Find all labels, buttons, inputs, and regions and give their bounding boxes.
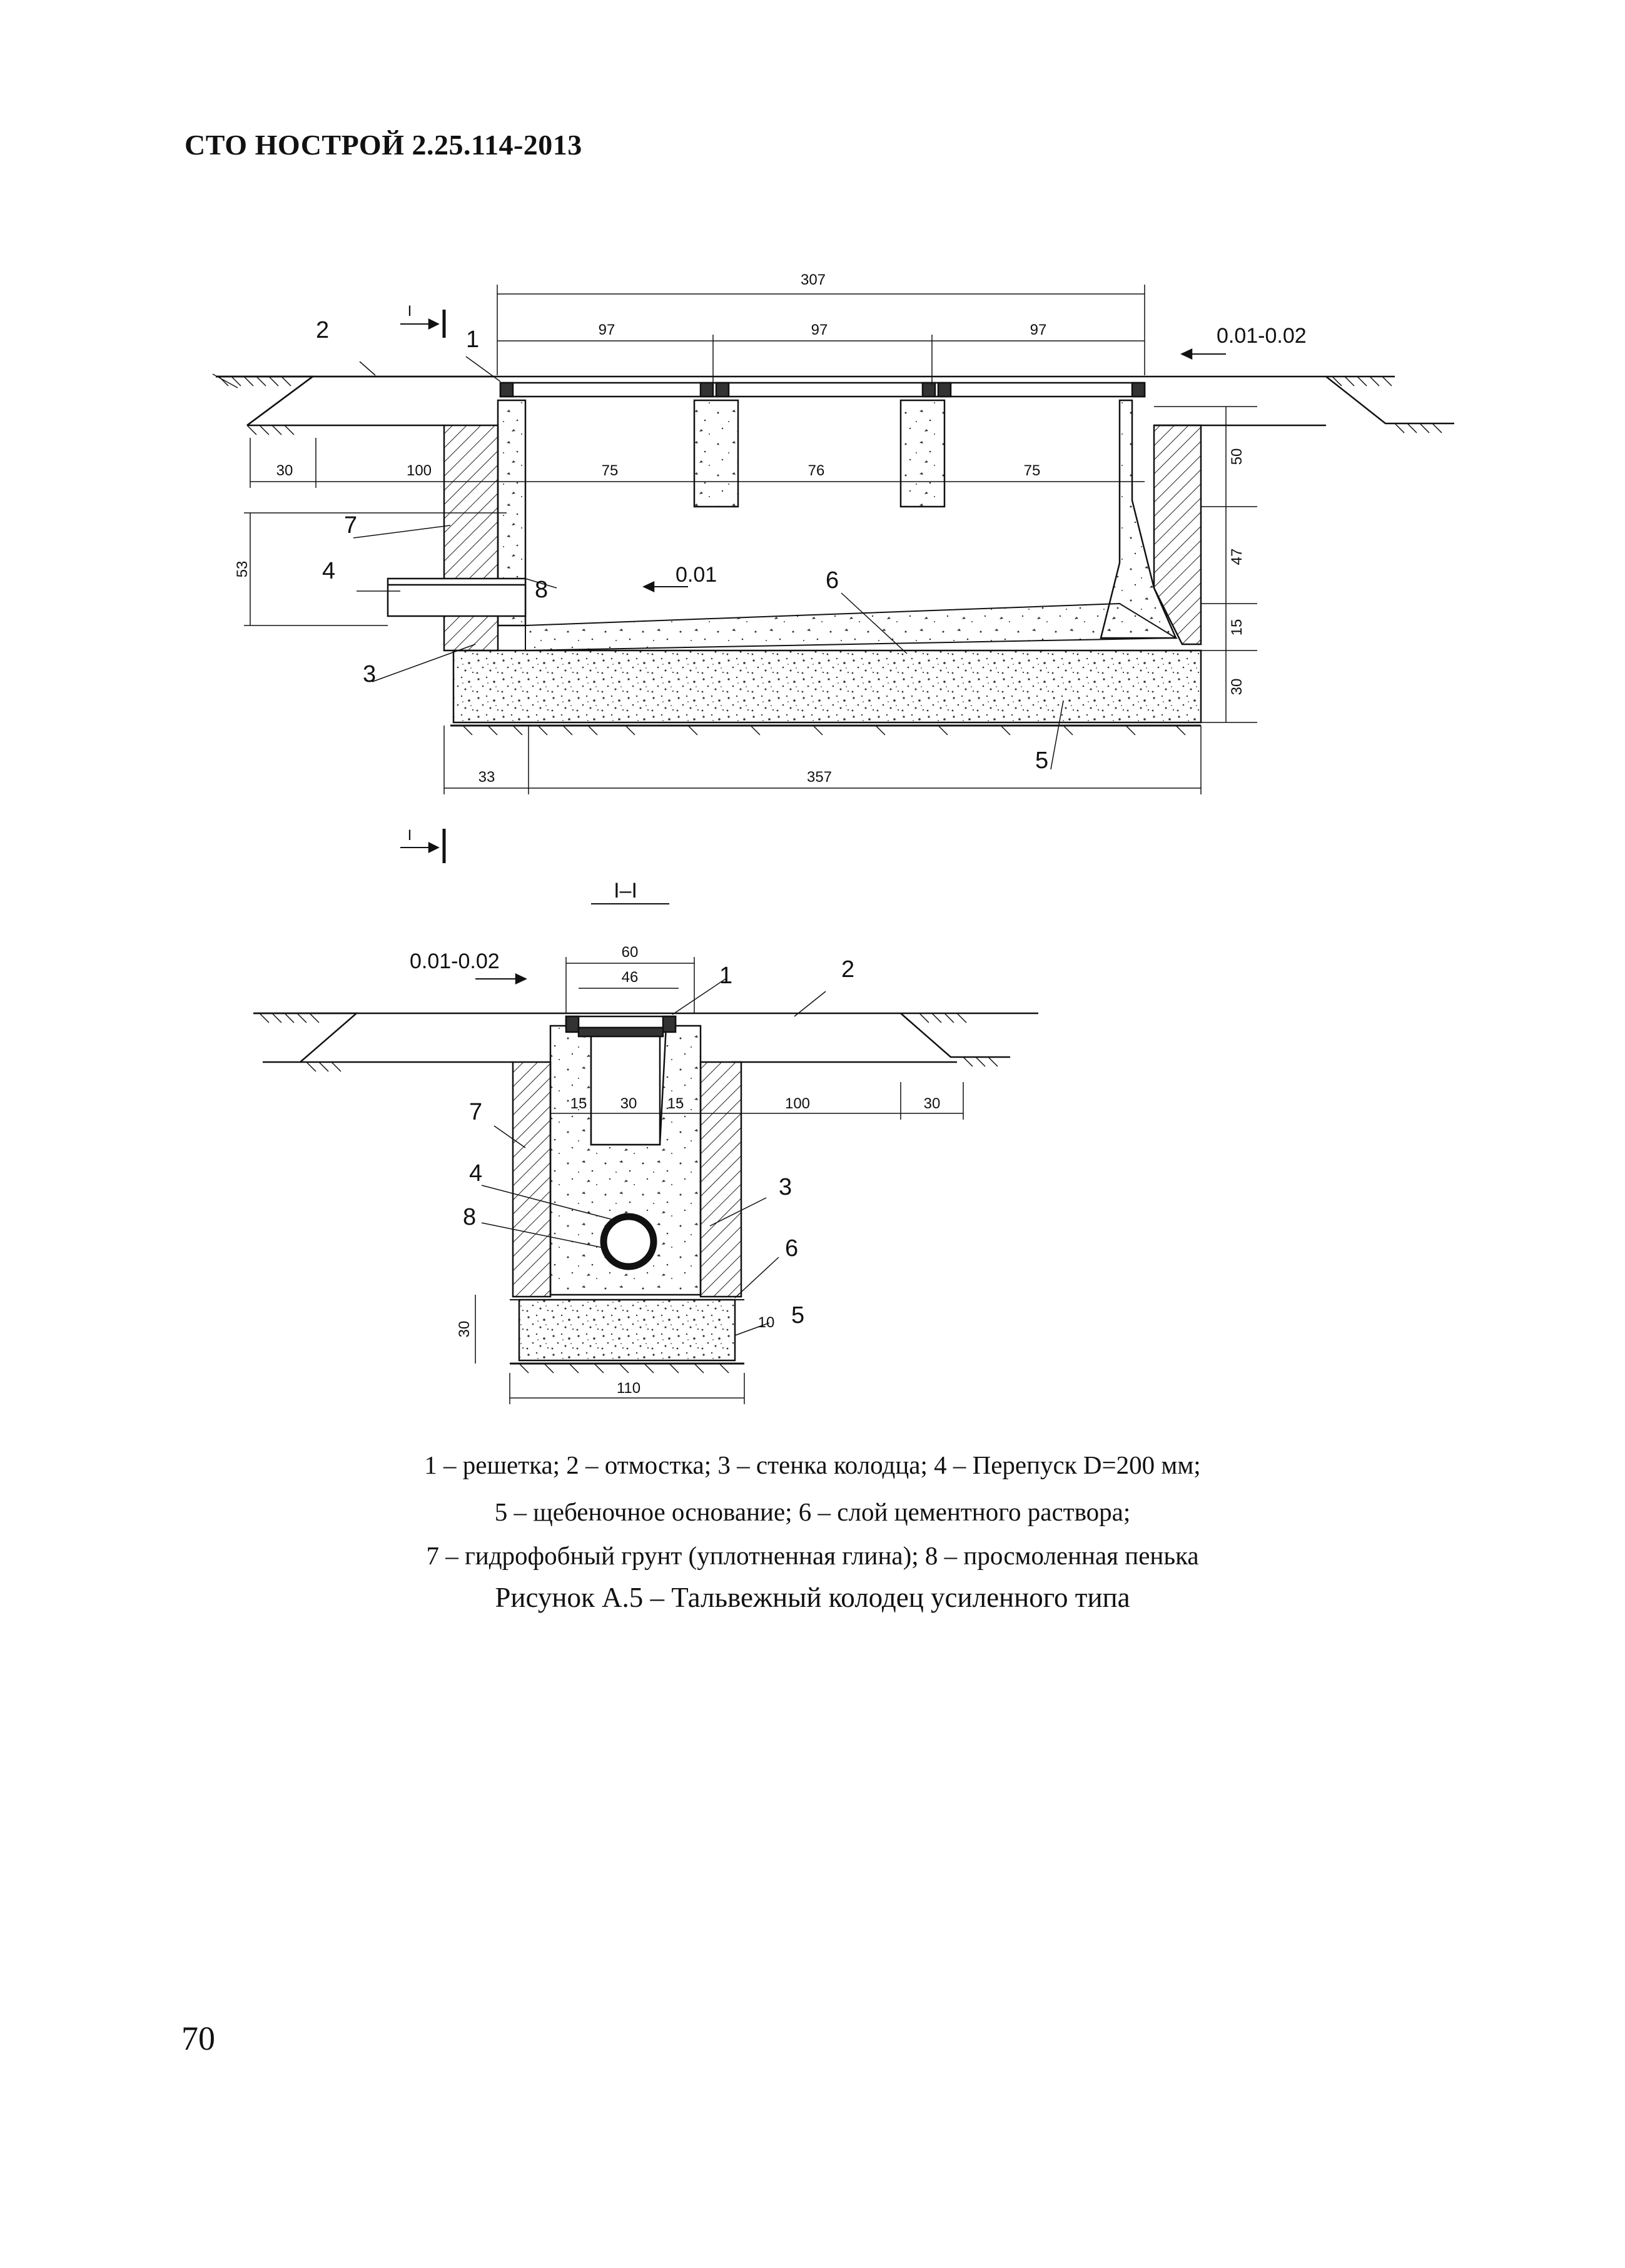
callout-1-section: 1 (719, 963, 732, 989)
page-number: 70 (181, 2020, 215, 2057)
dim-top-46: 46 (622, 969, 639, 986)
dim-offset-100: 100 (407, 462, 432, 479)
dim-bay-1: 97 (599, 321, 615, 338)
legend-line-1: 1 – решетка; 2 – отмостка; 3 – стенка ко… (424, 1450, 1201, 1479)
dim-bottom-33: 33 (478, 769, 495, 786)
callout-5: 5 (1035, 747, 1048, 774)
callout-8-section: 8 (463, 1204, 476, 1230)
dim-total-width: 307 (801, 271, 826, 288)
callout-7: 7 (344, 512, 357, 539)
legend-line-2: 5 – щебеночное основание; 6 – слой цемен… (494, 1497, 1131, 1526)
callout-5-section: 5 (791, 1302, 804, 1329)
dim-bottom-110: 110 (617, 1380, 640, 1397)
callout-3: 3 (363, 661, 376, 687)
callout-7-section: 7 (469, 1099, 482, 1125)
slope-label-bottom: 0.01-0.02 (410, 949, 500, 973)
bottom-drawing-labels: I–I 60 46 15 30 15 100 30 30 10 110 0.01… (410, 879, 940, 1397)
callout-2-section: 2 (841, 956, 854, 983)
legend-line-3: 7 – гидрофобный грунт (уплотненная глина… (426, 1541, 1199, 1570)
slope-label-top: 0.01-0.02 (1217, 324, 1307, 348)
section-mark-top: I (408, 303, 412, 320)
section-title: I–I (614, 879, 637, 903)
dim-bay-2: 97 (811, 321, 828, 338)
callout-4: 4 (322, 558, 335, 584)
top-drawing-labels: 307 97 97 97 30 100 75 76 75 53 50 47 15… (234, 271, 1307, 844)
callout-1: 1 (466, 327, 479, 353)
dim-inner-1: 75 (602, 462, 619, 479)
flow-slope-label: 0.01 (676, 563, 717, 587)
callout-3-section: 3 (779, 1174, 792, 1200)
callout-8: 8 (535, 577, 548, 603)
callout-6: 6 (826, 567, 839, 594)
section-mark-bottom: I (408, 827, 412, 844)
dim-right-47: 47 (1228, 549, 1245, 565)
dim-d-10: 10 (758, 1314, 775, 1331)
document-header: СТО НОСТРОЙ 2.25.114-2013 (185, 129, 582, 161)
dim-w30: 30 (620, 1095, 637, 1112)
dim-side-100: 100 (785, 1095, 810, 1112)
dim-side-30: 30 (924, 1095, 941, 1112)
dim-offset-30: 30 (276, 462, 293, 479)
figure-title: Рисунок А.5 – Тальвежный колодец усиленн… (495, 1582, 1130, 1613)
dim-inner-3: 75 (1024, 462, 1041, 479)
plan-section-drawing (212, 285, 1454, 863)
dim-right-30: 30 (1228, 679, 1245, 696)
dim-top-60: 60 (622, 944, 639, 961)
callout-6-section: 6 (785, 1235, 798, 1262)
dim-bottom-total: 357 (807, 769, 832, 786)
callout-4-section: 4 (469, 1160, 482, 1187)
dim-w15-right: 15 (667, 1095, 684, 1112)
callout-2: 2 (316, 317, 329, 343)
dim-right-50: 50 (1228, 448, 1245, 465)
dim-height-53: 53 (234, 561, 251, 578)
dim-w15-left: 15 (570, 1095, 587, 1112)
cross-section-drawing (253, 903, 1038, 1404)
dim-inner-2: 76 (808, 462, 825, 479)
dim-right-15: 15 (1228, 619, 1245, 636)
dim-h-30: 30 (456, 1321, 473, 1338)
dim-bay-3: 97 (1030, 321, 1047, 338)
